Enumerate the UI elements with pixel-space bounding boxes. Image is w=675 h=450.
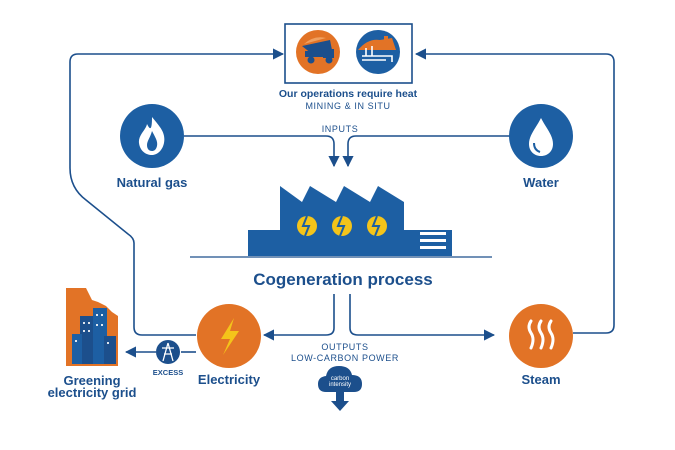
gas-input-line: [184, 135, 340, 168]
power-pylon-icon: [156, 340, 180, 364]
factory-icon: [248, 186, 452, 256]
water-node: [509, 104, 573, 168]
outputs-label: OUTPUTS: [321, 342, 369, 352]
water-input-line: [342, 135, 510, 168]
outputs-sublabel: LOW-CARBON POWER: [291, 353, 399, 363]
steam-node: [509, 304, 573, 368]
turbine-icon: [332, 215, 352, 237]
carbon-label-2: intensity: [328, 382, 352, 388]
in-situ-well-icon: [356, 30, 400, 74]
grid-label-2: electricity grid: [47, 385, 137, 400]
operations-box: [284, 23, 413, 84]
flow-lines: [69, 48, 615, 358]
turbine-icon: [297, 215, 317, 237]
alberta-city-icon: [66, 288, 118, 366]
operations-title: Our operations require heat: [278, 88, 418, 100]
mining-truck-icon: [296, 30, 340, 74]
electricity-label: Electricity: [197, 372, 261, 387]
steam-to-operations-line: [414, 48, 615, 334]
process-label: Cogeneration process: [253, 270, 433, 289]
process-to-electricity-line: [262, 294, 335, 341]
carbon-label-1: carbon: [330, 376, 350, 382]
grid-label-1: Greening: [63, 373, 121, 388]
lightning-icon: [221, 318, 239, 355]
natural-gas-label: Natural gas: [116, 175, 188, 190]
flame-icon: [138, 117, 165, 155]
process-to-steam-line: [349, 294, 496, 341]
inputs-label: INPUTS: [321, 124, 359, 134]
water-label: Water: [523, 175, 559, 190]
excess-label: EXCESS: [152, 368, 184, 377]
operations-subtitle: MINING & IN SITU: [305, 101, 391, 111]
steam-icon: [527, 319, 555, 350]
electricity-node: [197, 304, 261, 368]
carbon-cloud-icon: [318, 366, 362, 411]
natural-gas-node: [120, 104, 184, 168]
electricity-to-operations-line: [69, 48, 285, 336]
water-drop-icon: [529, 118, 553, 156]
steam-label: Steam: [521, 372, 561, 387]
turbine-icon: [367, 215, 387, 237]
